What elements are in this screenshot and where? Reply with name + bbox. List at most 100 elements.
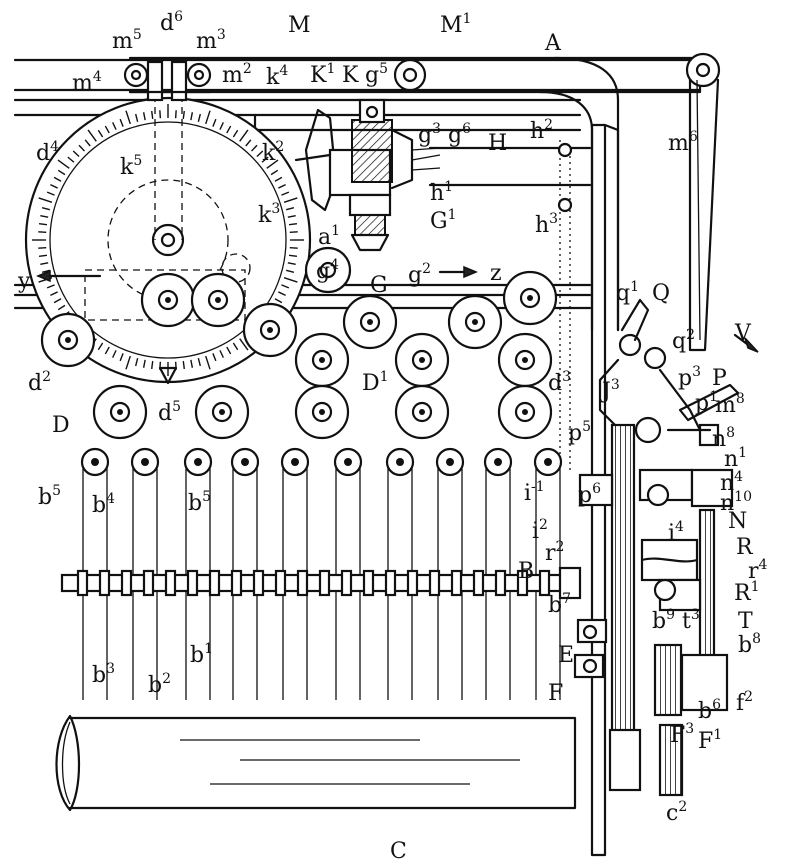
label-superscript: 4 (734, 469, 743, 485)
label-base: m (112, 29, 133, 54)
label-b6: b6 (698, 697, 721, 724)
dial-tick (288, 223, 298, 226)
label-superscript: 4 (675, 519, 684, 535)
dial-tick (53, 298, 62, 304)
dial-tick (278, 184, 286, 189)
dial-tick (190, 112, 194, 121)
label-superscript: 1 (738, 445, 747, 461)
strip-axle (344, 458, 352, 466)
strip-axle (446, 458, 454, 466)
strip-axle (544, 458, 552, 466)
label-n10: n10 (720, 489, 752, 516)
label-m5: m5 (112, 27, 142, 54)
label-base: F (548, 681, 563, 706)
dial-tick (57, 159, 70, 169)
label-base: c (666, 801, 678, 826)
dial-tick (57, 169, 66, 176)
label-base: r (748, 559, 759, 584)
label-base: m (222, 63, 243, 88)
strip-axle (141, 458, 149, 466)
label-base: F (670, 723, 685, 748)
label-superscript: 2 (686, 327, 695, 343)
label-superscript: 1 (326, 61, 335, 77)
dial-tick (256, 150, 264, 157)
label-superscript: 1 (709, 389, 718, 405)
label-k2: k2 (262, 139, 284, 166)
shaft-collar (472, 569, 485, 597)
pulley-axle (267, 327, 273, 333)
label-superscript: 1 (630, 279, 639, 295)
dial-tick (151, 110, 154, 120)
label-i1: i-1 (524, 479, 545, 506)
dial-tick (281, 191, 290, 196)
label-base: m (72, 71, 93, 96)
lever-m6 (688, 78, 720, 352)
dial-tick (57, 304, 66, 311)
label-base: i (524, 481, 531, 506)
label-base: d (36, 141, 50, 166)
label-base: G (370, 273, 388, 298)
label-H: H (488, 131, 507, 156)
label-base: k (266, 65, 280, 90)
label-superscript: 3 (685, 721, 694, 737)
label-superscript: 1 (331, 223, 340, 239)
label-k4: k4 (266, 63, 288, 90)
label-superscript: 2 (544, 117, 553, 133)
dial-tick (72, 150, 80, 157)
label-P: P (712, 366, 727, 391)
pawl-assembly (598, 298, 740, 447)
label-superscript: 5 (202, 489, 211, 505)
label-base: M (288, 13, 311, 38)
strip-axle (241, 458, 249, 466)
dial-tick (119, 353, 124, 362)
dial-tick (38, 254, 48, 257)
label-base: b (92, 493, 106, 518)
pulley-axle (117, 409, 123, 415)
dial-tick (40, 214, 49, 218)
label-superscript: 3 (562, 369, 571, 385)
dial-tick (53, 176, 62, 182)
label-base: R (736, 535, 754, 560)
dial-tick (270, 169, 279, 176)
label-D: D (52, 413, 70, 438)
label-base: N (728, 509, 747, 534)
label-superscript: 3 (217, 27, 226, 43)
label-superscript: 6 (174, 9, 183, 25)
dial-tick (125, 355, 131, 370)
pulley-axle (367, 319, 373, 325)
dial-tick (50, 291, 58, 296)
dial-tick (283, 277, 298, 283)
dial-tick (112, 350, 117, 358)
label-base: b (738, 633, 752, 658)
label-superscript: 2 (422, 261, 431, 277)
label-base: r (545, 541, 556, 566)
label-base: m (715, 393, 736, 418)
dial-tick (46, 191, 55, 196)
strip-axle (494, 458, 502, 466)
dial-tick (142, 359, 146, 368)
label-superscript: 5 (379, 61, 388, 77)
label-n1: n1 (724, 445, 747, 472)
dial-tick (38, 197, 53, 203)
label-superscript: 3 (692, 364, 701, 380)
shaft-collar (98, 569, 111, 597)
dial-tick (289, 246, 298, 249)
label-base: h (530, 119, 544, 144)
label-superscript: 1 (380, 369, 389, 385)
dial-tick (274, 298, 283, 304)
label-superscript: 3 (106, 661, 115, 677)
shaft-B (60, 566, 582, 600)
dial-tick (283, 197, 298, 203)
label-g3: g3 (418, 121, 441, 148)
label-superscript: 3 (432, 121, 441, 137)
pulley-axle (419, 409, 425, 415)
roller-C (55, 714, 577, 812)
dial-tick (266, 159, 279, 169)
dial-tick (40, 262, 49, 266)
label-superscript: 9 (666, 607, 675, 623)
label-F3: F3 (670, 721, 694, 748)
label-superscript: 8 (726, 425, 735, 441)
label-base: p (678, 366, 692, 391)
shaft-collar (450, 569, 463, 597)
